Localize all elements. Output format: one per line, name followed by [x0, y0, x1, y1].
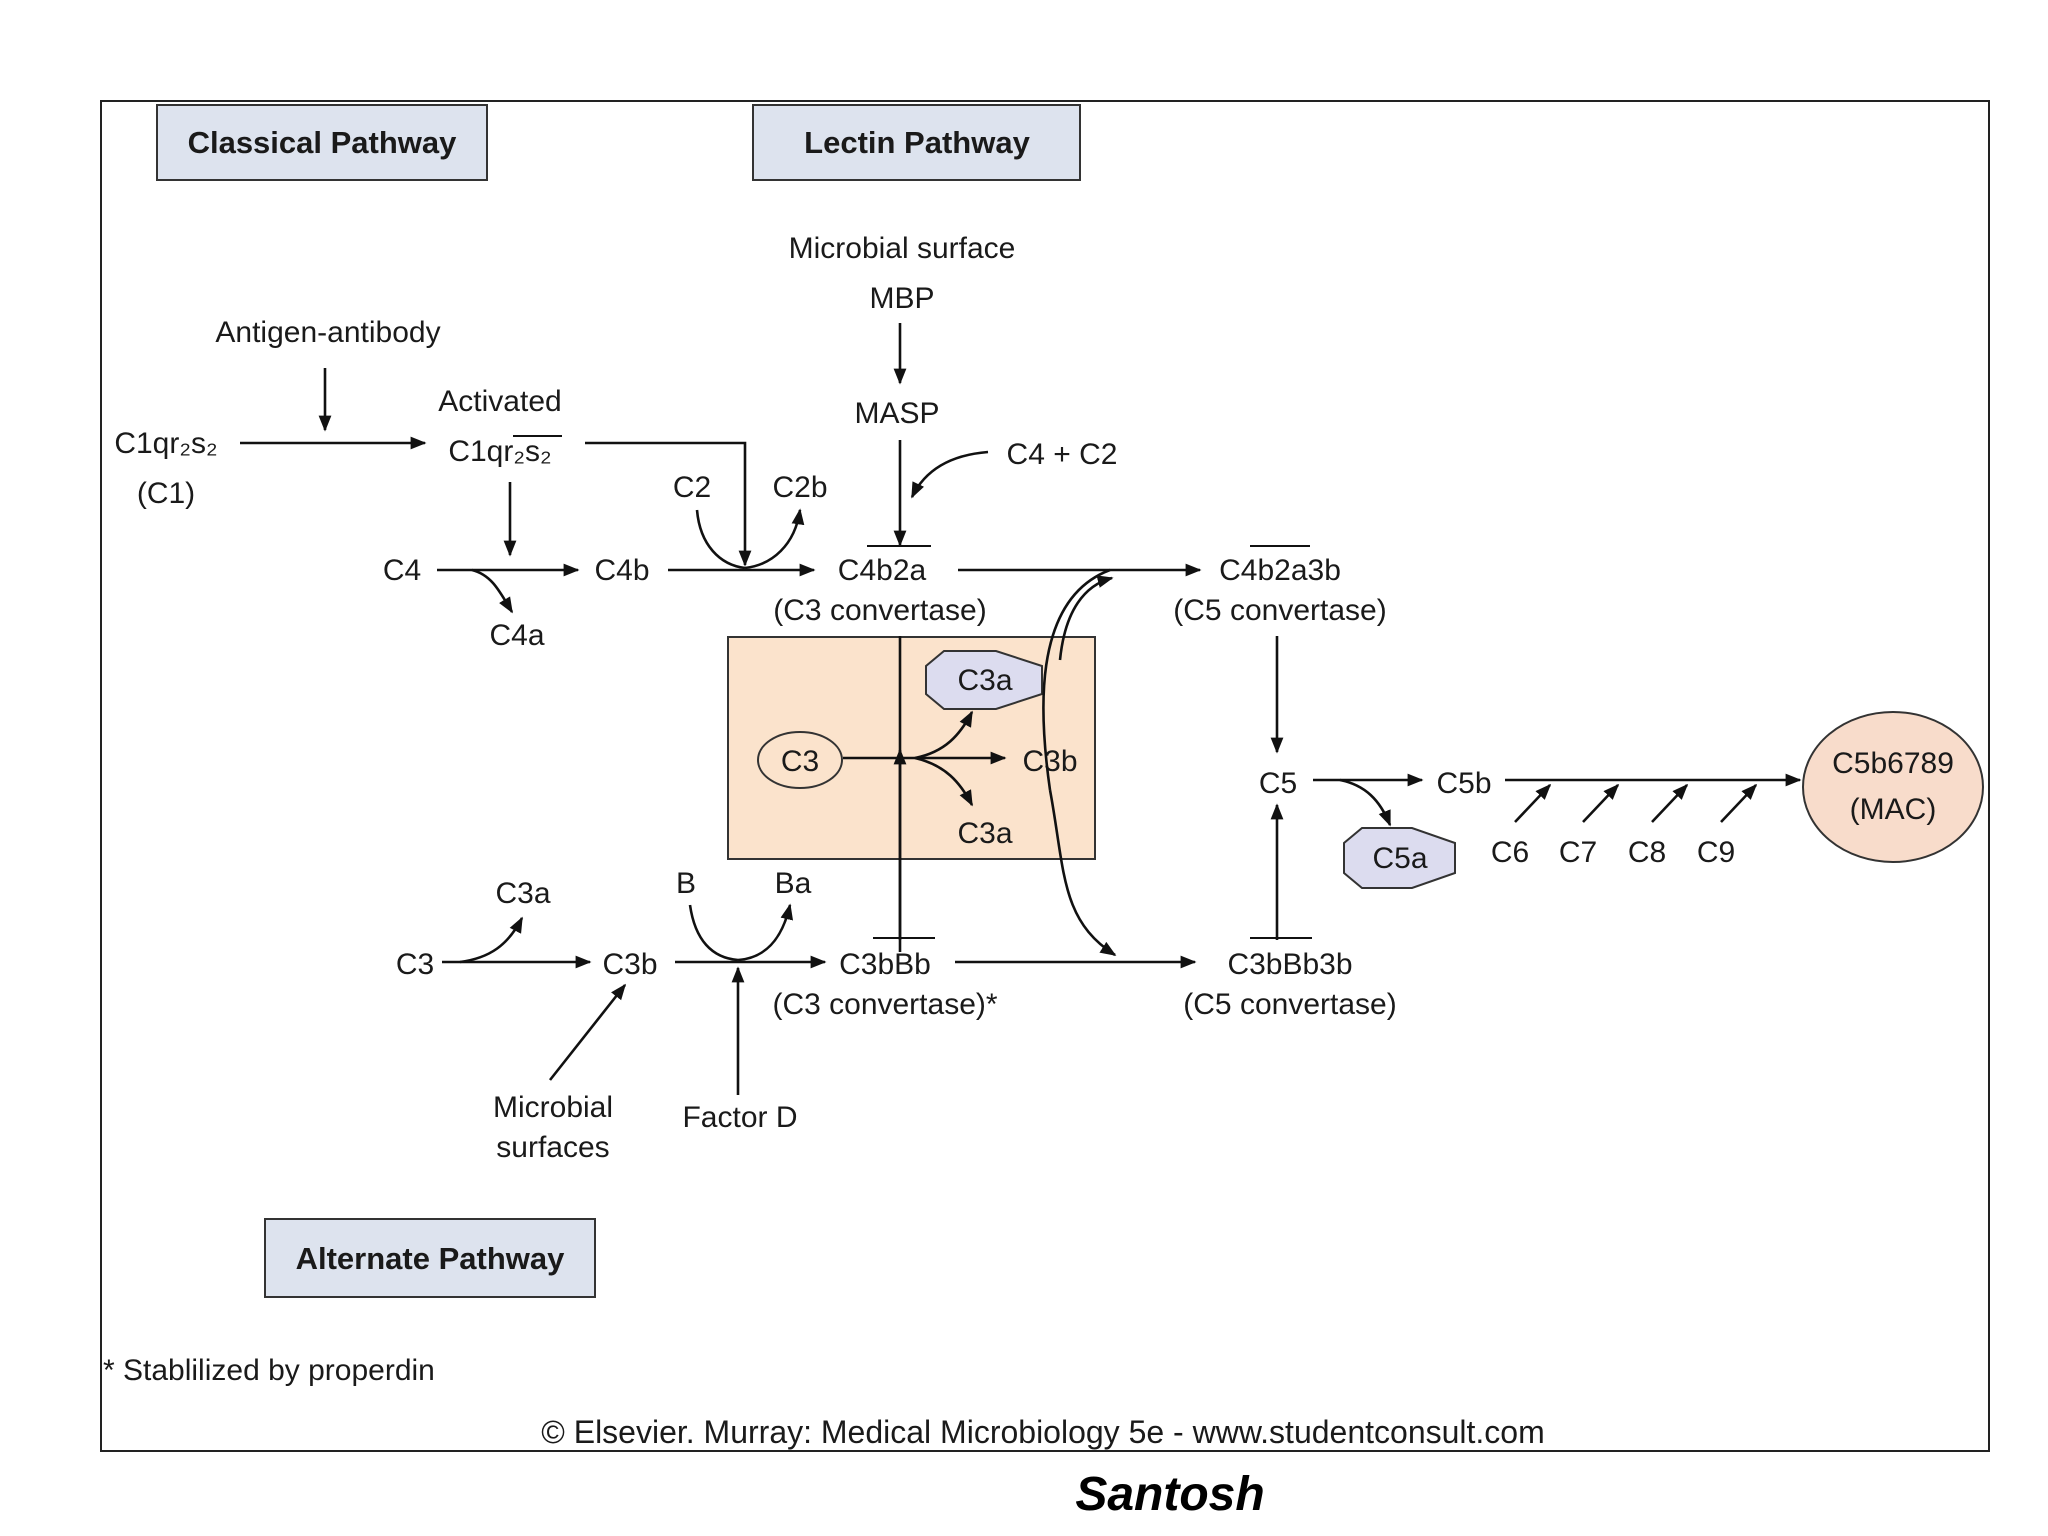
c6-label: C6: [1491, 836, 1529, 869]
c3b-central-label: C3b: [1022, 745, 1077, 778]
lectin-pathway-header: Lectin Pathway: [752, 104, 1081, 181]
c5-label: C5: [1259, 767, 1297, 800]
c3-convertase-classical-label: (C3 convertase): [773, 594, 986, 627]
factor-d-label: Factor D: [682, 1101, 797, 1134]
microbial-surfaces-arrow: [548, 983, 627, 1081]
c4-label: C4: [383, 554, 421, 587]
c4a-label: C4a: [489, 619, 544, 652]
alternate-pathway-header: Alternate Pathway: [264, 1218, 596, 1298]
c4b-label: C4b: [594, 554, 649, 587]
c1-label: C1qr₂s₂: [114, 427, 217, 460]
mac-label-2: (MAC): [1850, 793, 1937, 826]
classical-header-text: Classical Pathway: [188, 125, 458, 160]
c7-arrow: [1582, 783, 1620, 823]
c5a-label: C5a: [1372, 842, 1427, 875]
c2-label: C2: [673, 471, 711, 504]
footnote: * Stablilized by properdin: [103, 1354, 435, 1387]
c1-to-c4b-complex-arrow: [585, 441, 752, 567]
c8-label: C8: [1628, 836, 1666, 869]
ba-release-arrow: [737, 903, 794, 962]
c5-convertase-alt-label: (C5 convertase): [1183, 988, 1396, 1021]
c3b-to-c5-classical-curve: [1042, 568, 1111, 791]
alt-c3-label: C3: [396, 948, 434, 981]
alt-c3a-release-arrow: [459, 916, 524, 964]
masp-label: MASP: [854, 397, 939, 430]
c9-arrow: [1720, 783, 1758, 823]
lectin-header-text: Lectin Pathway: [804, 125, 1030, 160]
c2-entry-arrow: [695, 509, 746, 570]
c1-sub-label: (C1): [137, 477, 195, 510]
microbial-surfaces-label-2: surfaces: [496, 1131, 609, 1164]
c3-oval: [757, 731, 843, 789]
c3a-bottom-label: C3a: [957, 817, 1012, 850]
c3a-top-label: C3a: [957, 664, 1012, 697]
activated-label: Activated: [438, 385, 561, 418]
c8-arrow: [1651, 783, 1689, 823]
c4b2a3b-label: C4b2a3b: [1219, 554, 1341, 587]
c4-plus-c2-label: C4 + C2: [1007, 438, 1118, 471]
c3a-bottom-release-arrow: [914, 756, 974, 807]
c2b-label: C2b: [772, 471, 827, 504]
microbial-surface-label: Microbial surface: [789, 232, 1016, 265]
c5a-release-arrow: [1339, 778, 1392, 827]
c3b-to-c4b2a3b-curve: [1058, 575, 1114, 661]
c5-convertase-classical-label: (C5 convertase): [1173, 594, 1386, 627]
mbp-label: MBP: [869, 282, 934, 315]
c3a-top-octagon: [925, 650, 1043, 710]
c3bbb3b-label: C3bBb3b: [1227, 948, 1352, 981]
mac-oval: [1802, 711, 1984, 863]
c3bbb-label: C3bBb: [839, 948, 931, 981]
microbial-surfaces-label-1: Microbial: [493, 1091, 613, 1124]
copyright-credit: © Elsevier. Murray: Medical Microbiology…: [541, 1414, 1545, 1450]
mac-label-1: C5b6789: [1832, 747, 1954, 780]
c5a-octagon: [1343, 827, 1456, 889]
c4c2-to-masp-arrow: [910, 450, 989, 499]
lectin-header-box: [752, 104, 1081, 181]
classical-header-box: [156, 104, 488, 181]
c5b-label: C5b: [1436, 767, 1491, 800]
ba-label: Ba: [775, 867, 812, 900]
activated-c1-label: C1qr₂s₂: [448, 435, 551, 468]
c3b-to-c5-alt-curve: [1048, 789, 1117, 957]
alternate-header-text: Alternate Pathway: [296, 1241, 566, 1276]
c3-central-label: C3: [781, 745, 819, 778]
factor-b-label: B: [676, 867, 696, 900]
classical-pathway-header: Classical Pathway: [156, 104, 488, 181]
c3-convertase-alt-label: (C3 convertase)*: [772, 988, 997, 1021]
c4a-release-arrow: [471, 568, 514, 614]
c6-arrow: [1514, 783, 1552, 823]
alternate-header-box: [264, 1218, 596, 1298]
c2b-release-arrow: [744, 508, 805, 570]
c7-label: C7: [1559, 836, 1597, 869]
antigen-antibody-label: Antigen-antibody: [215, 316, 440, 349]
c9-label: C9: [1697, 836, 1735, 869]
c4b2a-label: C4b2a: [838, 554, 927, 587]
c3a-top-release-arrow: [914, 710, 974, 760]
alt-c3b-label: C3b: [602, 948, 657, 981]
alt-c3a-label: C3a: [495, 877, 550, 910]
factor-b-entry-arrow: [688, 904, 739, 962]
author-signature: Santosh: [1075, 1468, 1264, 1521]
